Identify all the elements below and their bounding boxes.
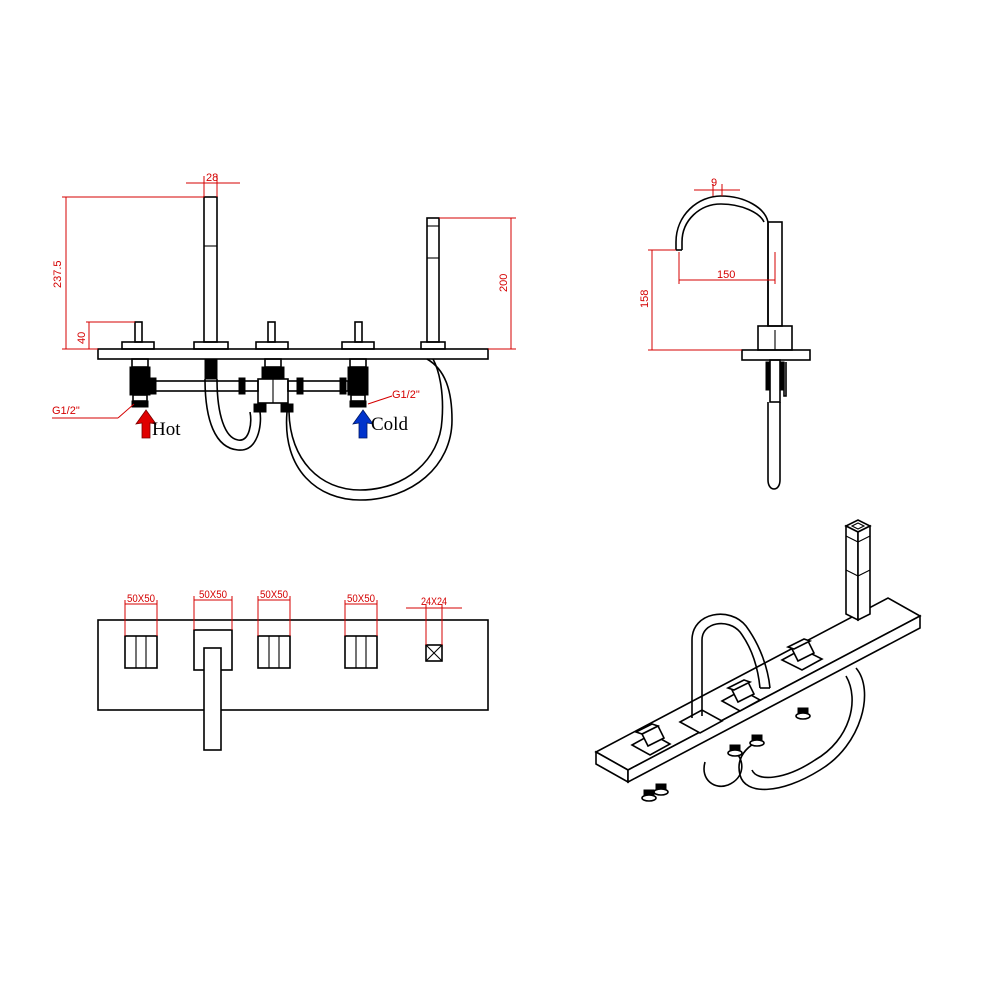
iso-shower-hose xyxy=(738,667,866,791)
front-spout xyxy=(193,196,229,350)
dim-handle-height: 40 xyxy=(76,332,88,344)
top-handle-3 xyxy=(257,635,291,669)
dim-spout-width: 28 xyxy=(206,172,218,184)
front-supply-pipes xyxy=(149,377,349,395)
front-cold-valve xyxy=(347,358,369,408)
top-handle-1 xyxy=(124,635,158,669)
front-view: 237.5 28 40 200 G1/2" G1/2" Hot Cold xyxy=(52,172,516,501)
top-view: 50X50 50X50 50X50 50X50 24X24 xyxy=(97,589,489,751)
iso-handle-2 xyxy=(720,679,762,712)
dim-top-handle-2: 50X50 xyxy=(199,589,227,601)
iso-shower-hose-inner xyxy=(751,675,853,779)
hot-label: Hot xyxy=(152,419,181,440)
front-mixer-body xyxy=(253,358,294,413)
hot-arrow-icon xyxy=(135,409,157,439)
side-gooseneck-spout-inner xyxy=(681,203,765,250)
front-hand-shower xyxy=(420,217,446,350)
dim-shower-height: 200 xyxy=(498,274,510,292)
dim-top-handle-1: 50X50 xyxy=(127,593,155,605)
cold-thread-label: G1/2" xyxy=(392,389,420,401)
side-dimension-lines xyxy=(648,184,776,351)
side-hose xyxy=(767,402,781,490)
top-spout-base xyxy=(193,629,233,751)
front-spout-hose xyxy=(204,378,262,451)
dim-spout-thickness: 9 xyxy=(711,177,717,189)
front-hot-valve xyxy=(129,358,151,408)
isometric-view xyxy=(594,519,922,802)
dim-top-handle-3: 50X50 xyxy=(260,589,288,601)
dim-top-handle-4: 50X50 xyxy=(347,593,375,605)
front-handle-cold xyxy=(341,321,375,350)
iso-hand-shower xyxy=(844,519,872,622)
front-dimension-lines xyxy=(52,176,516,419)
iso-handle-1 xyxy=(630,723,672,756)
cold-arrow-icon xyxy=(352,409,374,439)
front-handle-diverter xyxy=(255,321,289,350)
cold-label: Cold xyxy=(371,414,408,435)
front-spout-hose-inner xyxy=(216,378,252,441)
front-deck-plate xyxy=(97,348,489,360)
top-shower-holder xyxy=(425,644,443,662)
front-spout-connector xyxy=(204,358,218,380)
iso-gooseneck-spout xyxy=(678,613,771,734)
dim-total-height: 237.5 xyxy=(52,260,64,288)
dim-top-shower-holder: 24X24 xyxy=(421,596,447,608)
top-deck-plate xyxy=(97,619,489,711)
iso-deck-plate-side xyxy=(627,614,921,784)
dim-spout-height: 158 xyxy=(639,290,651,308)
front-shower-hose-inner xyxy=(285,358,453,501)
top-handle-4 xyxy=(344,635,378,669)
front-shower-hose xyxy=(288,358,444,491)
top-dimension-lines xyxy=(124,596,462,645)
iso-under-connectors xyxy=(641,707,811,802)
hot-thread-label: G1/2" xyxy=(52,405,80,417)
iso-spout-hose xyxy=(703,751,743,787)
side-view: 9 150 158 xyxy=(639,177,811,490)
front-handle-hot xyxy=(121,321,155,350)
side-gooseneck-spout xyxy=(675,195,769,326)
iso-handle-3 xyxy=(780,638,824,671)
dim-spout-reach: 150 xyxy=(717,269,735,281)
